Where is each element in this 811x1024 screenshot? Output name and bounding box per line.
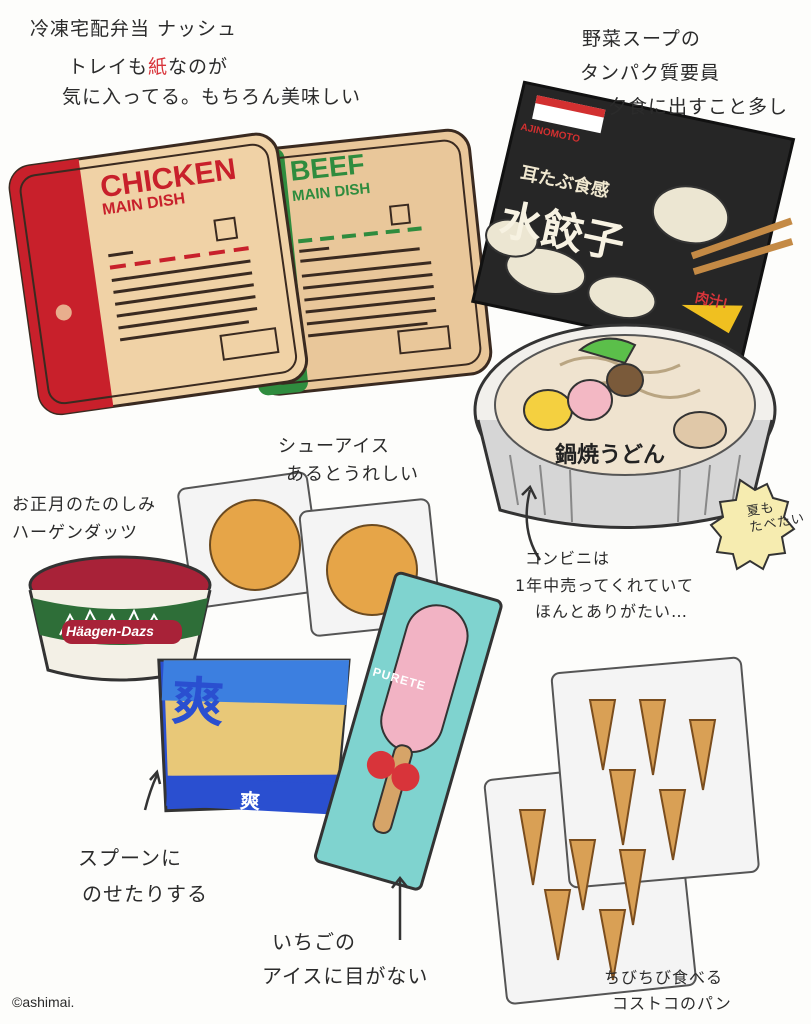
udon-note-line3: ほんとありがたい… <box>535 602 689 621</box>
haagen-dazs-cup <box>28 555 212 682</box>
nasshu-title-note: 冷凍宅配弁当 ナッシュ <box>30 18 238 40</box>
nasshu-note-line2: トレイも紙なのが <box>68 52 228 79</box>
purete-ice-bar <box>313 571 503 891</box>
strawberry-note-line1: いちごの <box>272 930 356 954</box>
soup-note-line1: 野菜スープの <box>582 28 701 50</box>
soup-note-line2: タンパク質要員 <box>580 62 721 84</box>
summer-speech-bubble <box>709 478 796 571</box>
costco-note-line1: ちびちび食べる <box>604 968 724 987</box>
nabeyaki-udon-bowl <box>473 323 777 529</box>
sou-small-label: 爽 <box>239 790 261 814</box>
udon-note-line2: 1年中売ってくれていて <box>515 576 694 595</box>
nasshu-note-paper-red: 紙 <box>148 56 169 78</box>
spoon-note-line1: スプーンに <box>78 846 182 870</box>
soup-note-line3: 夕食に出すこと多し <box>608 96 789 118</box>
chicken-main-dish-tray <box>8 132 309 416</box>
nasshu-note-part-a: トレイも <box>68 56 149 78</box>
croissants <box>518 699 717 981</box>
strawberry-note-line2: アイスに目がない <box>262 964 429 988</box>
annotation-arrows <box>143 484 542 940</box>
haagen-dazs-note-line2: ハーゲンダッツ <box>12 523 138 543</box>
spoon-note-line2: のせたりする <box>82 882 208 906</box>
choux-note-line2: あるとうれしい <box>286 464 419 485</box>
hd-logo-label: Häagen-Dazs <box>66 623 154 639</box>
haagen-dazs-note-line1: お正月のたのしみ <box>12 495 156 515</box>
udon-note-line1: コンビニは <box>525 549 611 568</box>
choux-note-line1: シューアイス <box>278 436 390 457</box>
nasshu-note-part-b: なのが <box>168 56 229 78</box>
costco-note-line2: コストコのパン <box>612 994 732 1013</box>
nasshu-note-line3: 気に入ってる。もちろん美味しい <box>62 86 362 108</box>
gyoza-pack <box>470 80 796 361</box>
sou-big-label: 爽 <box>170 672 226 734</box>
credit-text: ©ashimai. <box>12 994 75 1010</box>
udon-name-label: 鍋焼うどん <box>555 442 666 467</box>
sou-ice-box <box>157 658 351 815</box>
